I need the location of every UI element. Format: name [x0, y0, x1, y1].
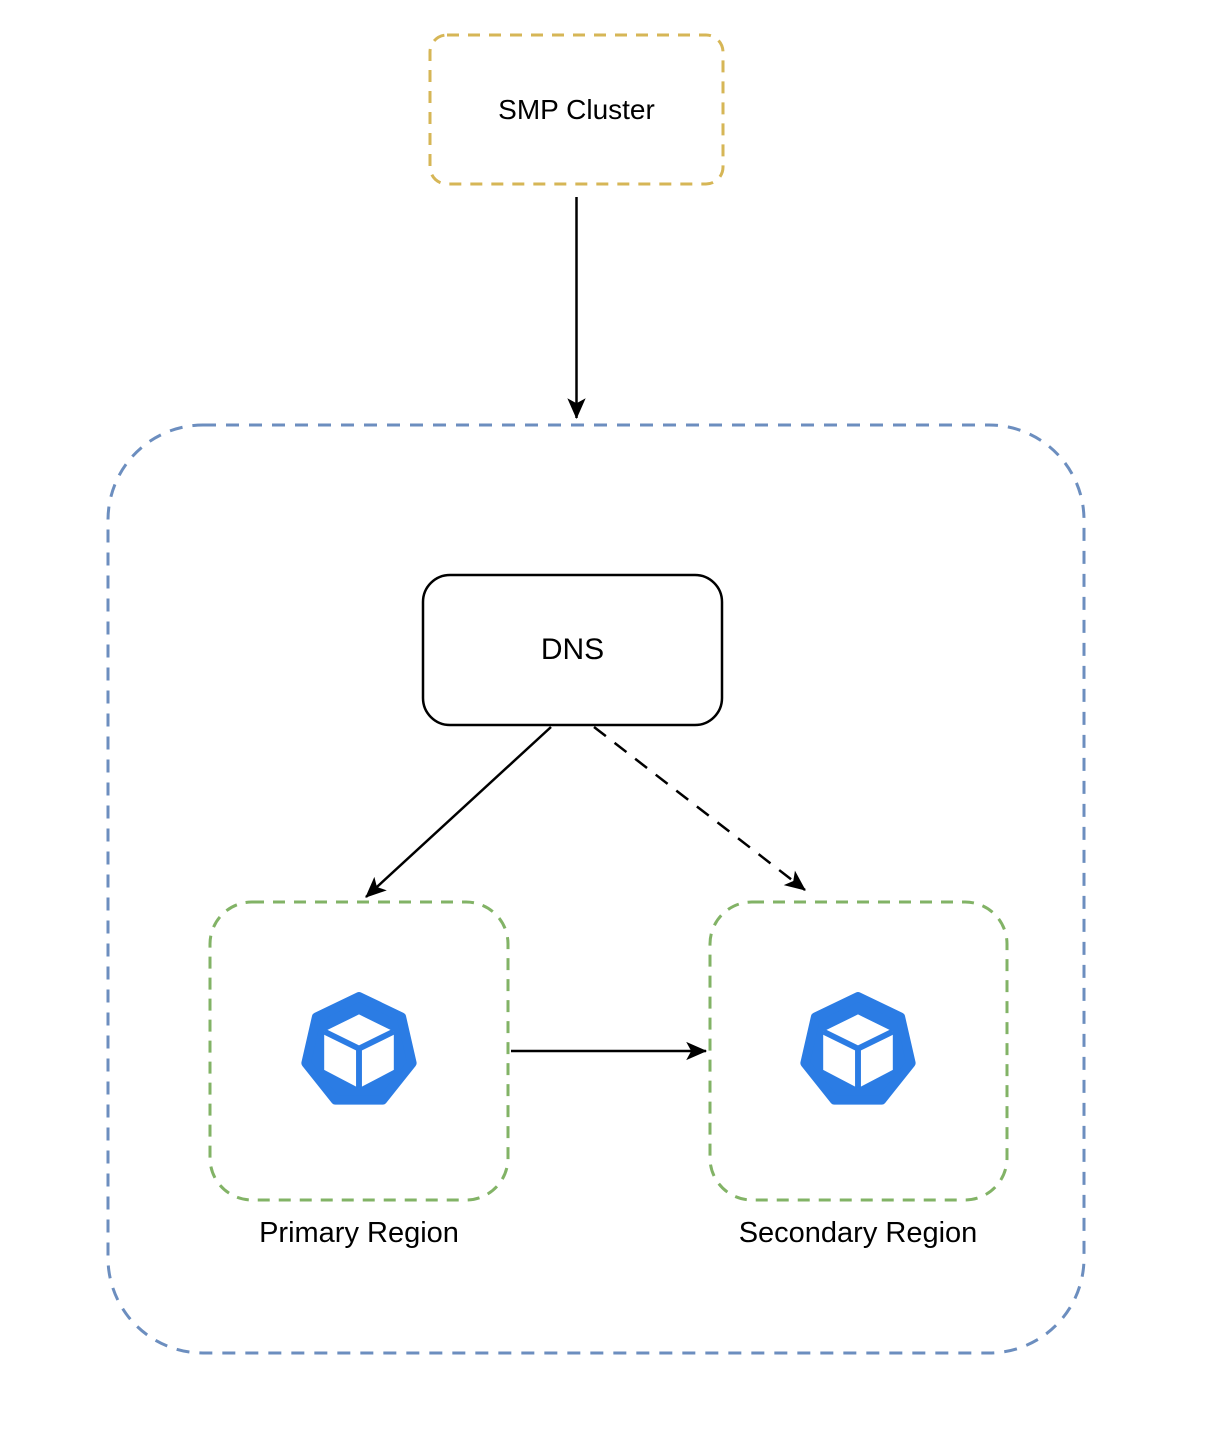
dns-label: DNS — [540, 633, 605, 666]
primary-region-label: Primary Region — [259, 1217, 459, 1249]
dns-zone-container — [106, 423, 1086, 1355]
smp-cluster-box — [428, 33, 725, 186]
secondary-region-label: Secondary Region — [738, 1217, 978, 1249]
dns-box — [421, 573, 724, 727]
edge-dns-to-secondary — [593, 726, 806, 891]
cluster-cube-icon — [301, 992, 417, 1105]
cluster-cube-icon — [800, 992, 916, 1105]
edge-dns-to-primary — [365, 726, 552, 898]
smp-cluster-label: SMP Cluster — [498, 93, 655, 125]
